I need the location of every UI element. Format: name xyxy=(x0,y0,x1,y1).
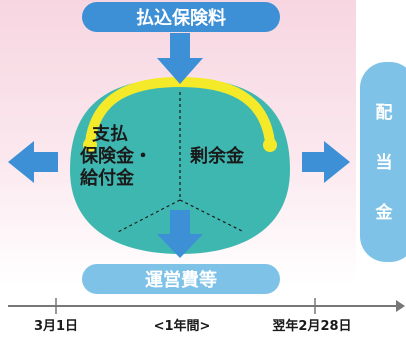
premium-label: 払込保険料 xyxy=(136,7,226,29)
payout-label-line1: 支払 xyxy=(91,123,128,145)
timeline-start-label: 3月1日 xyxy=(34,319,78,334)
timeline-period-label: <1年間> xyxy=(154,318,211,334)
arrow-left-out-icon xyxy=(8,141,58,183)
arrow-down-in-icon xyxy=(157,33,203,84)
premium-pill xyxy=(82,2,280,32)
dividend-pill xyxy=(360,62,406,262)
timeline-arrowhead-icon xyxy=(396,300,405,312)
dividend-label-line1: 配 xyxy=(376,103,393,123)
timeline-end-label: 翌年2月28日 xyxy=(272,318,351,334)
operating-costs-label: 運営費等 xyxy=(145,269,217,291)
payout-label-line3: 給付金 xyxy=(80,167,135,189)
dividend-label-line3: 金 xyxy=(375,202,394,223)
arrow-right-out-icon xyxy=(302,141,350,183)
payout-label-line2: 保険金・ xyxy=(79,145,152,167)
arrow-down-out-icon xyxy=(157,210,203,258)
operating-costs-pill xyxy=(82,264,280,294)
surplus-label: 剰余金 xyxy=(189,145,245,167)
dividend-label-line2: 当 xyxy=(376,152,393,173)
timeline xyxy=(8,298,405,314)
